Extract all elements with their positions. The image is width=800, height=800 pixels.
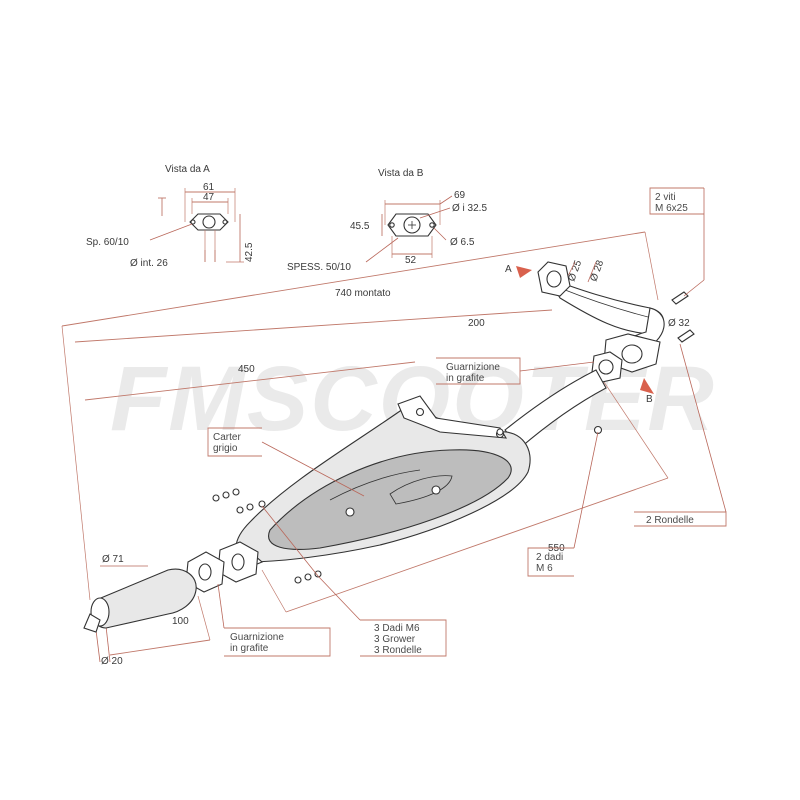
flange-b-bore — [621, 344, 643, 364]
dim-100: 100 — [172, 616, 189, 627]
view-b-dim-52: 52 — [405, 255, 417, 266]
view-a: Vista da A 61 47 Sp. 60/10 Ø int. 26 42.… — [86, 164, 255, 269]
view-b-dim-69: 69 — [454, 190, 466, 201]
nut-group-lower — [294, 570, 322, 584]
callout-nuts-line2: M 6 — [536, 563, 553, 574]
dia-28: Ø 28 — [588, 258, 606, 283]
view-b-hole-right — [429, 222, 435, 228]
view-a-title: Vista da A — [165, 164, 210, 175]
flange-a-bore — [546, 270, 562, 288]
shield-bolt-2 — [431, 485, 441, 495]
callout-carter-line1: Carter — [213, 432, 241, 443]
marker-b-label: B — [646, 394, 653, 405]
view-a-hole-left — [190, 219, 196, 225]
dim-200: 200 — [468, 318, 485, 329]
view-b-dim-45-5: 45.5 — [350, 221, 370, 232]
arrow-b — [640, 378, 654, 394]
dia-20: Ø 20 — [101, 656, 123, 667]
screws-right — [671, 291, 695, 343]
callout-gasket-top-line1: Guarnizione — [446, 362, 500, 373]
dia-32: Ø 32 — [668, 318, 690, 329]
view-a-dim-47: 47 — [203, 192, 215, 203]
callout-hardware-line1: 3 Dadi M6 — [374, 623, 420, 634]
view-b-hole-diameter: Ø 6.5 — [450, 237, 475, 248]
dia-71: Ø 71 — [102, 554, 124, 565]
callout-nuts-line1: 2 dadi — [536, 552, 563, 563]
callout-washers-line1: 2 Rondelle — [646, 515, 694, 526]
grey-shield — [268, 449, 512, 550]
callout-gasket-top-line2: in grafite — [446, 373, 485, 384]
callout-carter-line2: grigio — [213, 443, 238, 454]
marker-b: B — [640, 378, 654, 405]
view-a-hole-right — [222, 219, 228, 225]
callout-hardware-line3: 3 Rondelle — [374, 645, 422, 656]
shield-bolt-1 — [345, 507, 355, 517]
callout-washers: 2 Rondelle — [634, 343, 727, 527]
view-b-hole-left — [389, 222, 395, 228]
dim-550: 550 — [548, 543, 565, 554]
view-a-thickness: Sp. 60/10 — [86, 237, 129, 248]
view-a-dim-42-5: 42.5 — [244, 242, 255, 262]
callout-hardware: 3 Dadi M6 3 Grower 3 Rondelle — [261, 505, 447, 657]
callout-gasket-bottom-line2: in grafite — [230, 643, 269, 654]
outlet-pipe — [83, 613, 101, 633]
callout-hardware-line2: 3 Grower — [374, 634, 416, 645]
view-b-title: Vista da B — [378, 168, 424, 179]
callout-screws-line2: M 6x25 — [655, 203, 688, 214]
marker-a-label: A — [505, 264, 512, 275]
overall-dimensions: 740 montato 200 450 550 100 Ø 71 Ø 20 Ø … — [61, 231, 690, 667]
view-b-inner-diameter: Ø i 32.5 — [452, 203, 487, 214]
view-b-thickness: SPESS. 50/10 — [287, 262, 351, 273]
view-a-inner-diameter: Ø int. 26 — [130, 258, 168, 269]
callout-nuts: 2 dadi M 6 — [527, 431, 599, 577]
callout-carter: Carter grigio — [207, 427, 365, 497]
nut-group-upper — [212, 488, 266, 514]
callout-screws-line1: 2 viti — [655, 192, 676, 203]
arrow-a — [516, 266, 532, 278]
exhaust-assembly — [83, 261, 695, 633]
marker-a: A — [505, 264, 532, 278]
callout-screws: 2 viti M 6x25 — [649, 187, 705, 297]
callout-gasket-bottom: Guarnizione in grafite — [217, 583, 331, 657]
view-a-bore — [202, 215, 216, 229]
dim-450: 450 — [238, 364, 255, 375]
callout-gasket-top: Guarnizione in grafite — [436, 357, 595, 385]
view-b: Vista da B 69 Ø i 32.5 45.5 Ø 6.5 52 SPE… — [287, 168, 487, 273]
dim-740-mounted: 740 montato — [335, 288, 391, 299]
callout-gasket-bottom-line1: Guarnizione — [230, 632, 284, 643]
view-a-dim-61: 61 — [203, 182, 215, 193]
